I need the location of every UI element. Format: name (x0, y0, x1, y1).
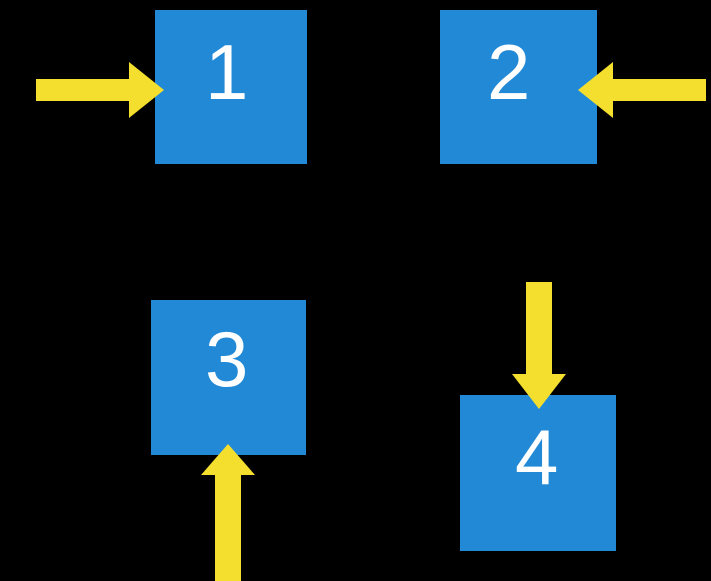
node-label-4: 4 (515, 413, 559, 501)
node-box-3[interactable] (151, 300, 306, 455)
arrow-into-node-2-icon (578, 62, 706, 118)
node-box-4[interactable] (460, 395, 616, 551)
node-box-1[interactable] (155, 10, 307, 164)
node-label-3: 3 (205, 315, 249, 403)
node-label-2: 2 (487, 28, 531, 116)
arrow-into-node-1-icon (36, 62, 164, 118)
arrow-into-node-3-icon (201, 444, 255, 581)
arrow-into-node-4-icon (512, 282, 566, 409)
node-box-2[interactable] (440, 10, 597, 164)
node-label-1: 1 (205, 28, 249, 116)
